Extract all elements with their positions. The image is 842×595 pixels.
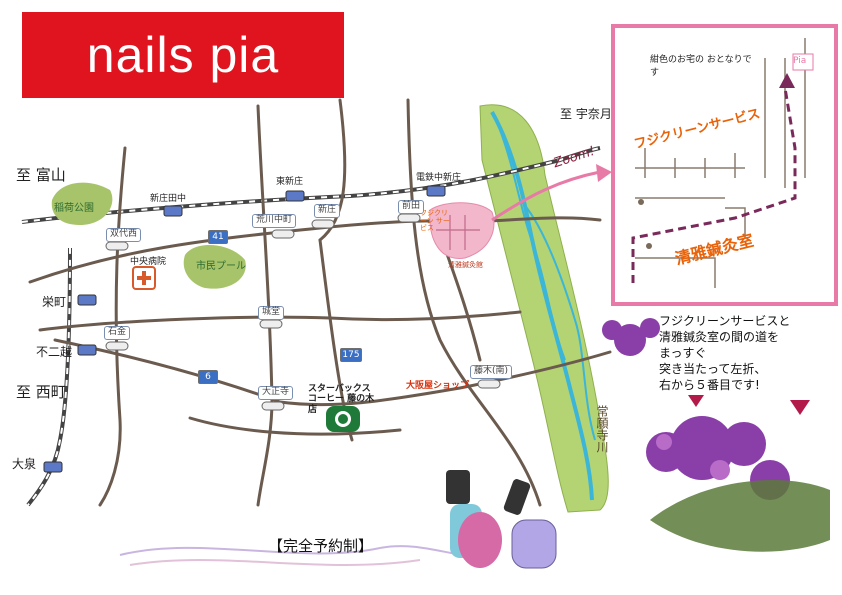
label-fujikoshi: 不二越 <box>36 345 73 359</box>
signal-label-arakawa: 荒川中町 <box>252 214 297 228</box>
inset-map <box>611 24 838 306</box>
inari-park-shape <box>51 182 113 225</box>
decorative-swirl <box>119 545 481 557</box>
note-line: 右から５番目です! <box>659 378 760 392</box>
signal-label-jonaka: 城堂 <box>258 306 285 320</box>
note-line: フジクリーンサービスと <box>659 314 791 328</box>
label-ozumi: 大泉 <box>12 457 37 471</box>
label-starbucks: スターバックス コーヒー 藤の木店 <box>308 384 375 415</box>
label-osakaya: 大阪屋ショップ <box>406 381 470 391</box>
river-water <box>490 111 594 501</box>
label-sakaemachi: 栄町 <box>42 295 67 309</box>
route-6-shield: 6 <box>198 370 218 384</box>
city-pool-shape <box>183 244 246 289</box>
note-line: 突き当たって左折、 <box>659 362 767 376</box>
label-higashi-shinjo: 東新庄 <box>276 177 304 187</box>
directions-note: フジクリーンサービスと 清雅鍼灸室の間の道を まっすぐ 突き当たって左折、 右か… <box>659 313 819 393</box>
signal-label-maeda: 前田 <box>398 200 425 214</box>
note-line: 清雅鍼灸室の間の道を <box>659 330 780 344</box>
label-river: 常願寺川 <box>595 405 609 453</box>
signal-label-taisei: 大正寺 <box>258 386 294 400</box>
label-toyama: 至 富山 <box>16 166 66 184</box>
label-seiga-small: 清雅鍼灸館 <box>448 261 483 269</box>
label-unazuki: 至 宇奈月 <box>560 107 612 121</box>
label-nishimachi: 至 西町 <box>16 383 66 401</box>
label-shinden: 新庄田中 <box>150 194 187 204</box>
signal-label-fujinoki: 藤木(南) <box>470 365 513 379</box>
label-fuji-clean-small: フジクリーン サービス <box>420 209 450 233</box>
page-title: nails pia <box>86 27 280 83</box>
reservation-notice: 【完全予約制】 <box>268 537 374 555</box>
label-city-pool: 市民プール <box>196 261 246 272</box>
nail-polish-icon <box>446 470 557 569</box>
inset-pia-tag: Pia <box>793 56 807 66</box>
train-station-icon <box>43 185 446 473</box>
signal-label-soshiro: 双代西 <box>106 228 142 242</box>
flower-leaves <box>650 480 830 552</box>
inset-drawing <box>631 38 814 288</box>
inset-caption: 紺色のお宅の おとなりです <box>650 55 752 78</box>
route-41-shield: 41 <box>208 230 228 244</box>
title-banner <box>22 12 344 98</box>
label-inari-park: 稲荷公園 <box>54 203 94 214</box>
traffic-signal-icon <box>105 213 501 411</box>
label-den-nakashin: 電鉄中新庄 <box>416 173 462 183</box>
route-175-shield: 175 <box>340 348 362 362</box>
note-line: まっすぐ <box>659 346 707 360</box>
zoom-arrow <box>491 170 601 222</box>
signal-label-ishigane: 石金 <box>104 326 131 340</box>
label-central-hospital: 中央病院 <box>130 257 167 267</box>
signal-label-shinjo: 新庄 <box>314 204 341 218</box>
